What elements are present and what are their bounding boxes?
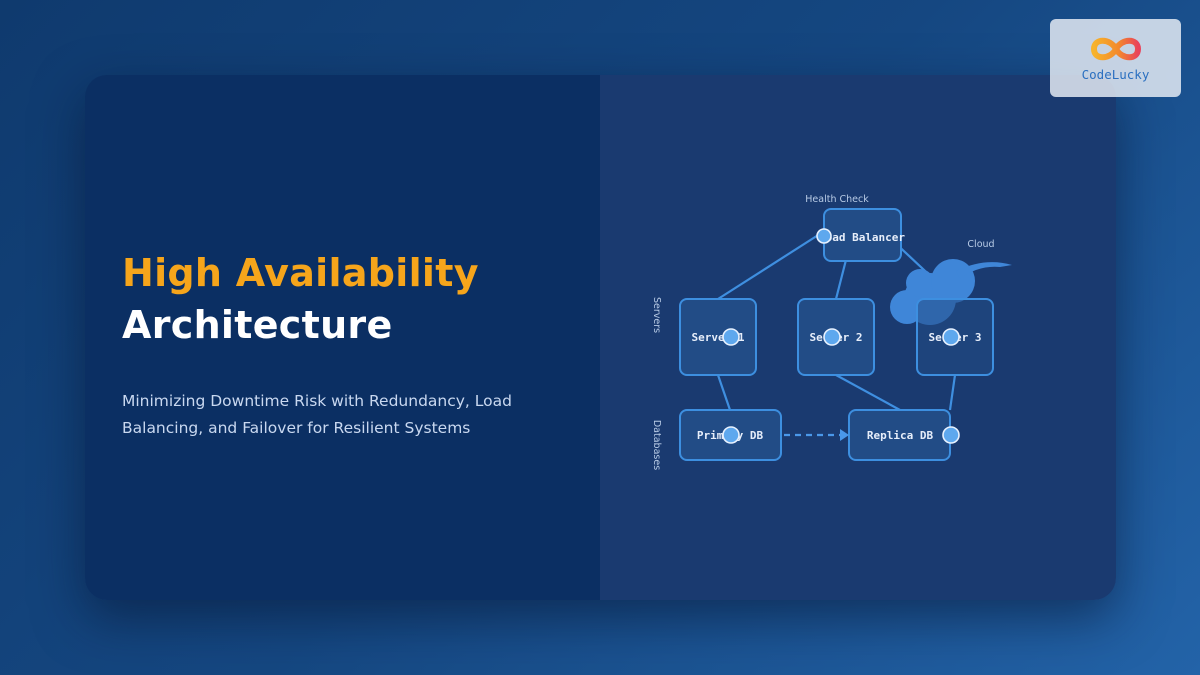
arrow-head-icon <box>840 429 849 441</box>
infinity-icon <box>1090 37 1141 61</box>
link-server2-replicadb <box>835 374 901 411</box>
status-dot-replicadb <box>942 426 960 444</box>
cloud-label: Cloud <box>967 239 994 250</box>
status-dot-lb <box>816 228 832 244</box>
diagram-panel: Load Balancer Server 1 Server 2 Server 3… <box>600 75 1116 600</box>
link-server3-replicadb <box>948 374 957 411</box>
logo-text: CodeLucky <box>1081 67 1150 82</box>
status-dot-primarydb <box>722 426 740 444</box>
replica-db-label: Replica DB <box>867 429 934 442</box>
server-1-node <box>679 298 757 376</box>
text-panel: High Availability Architecture Minimizin… <box>85 75 600 600</box>
codelucky-logo: CodeLucky <box>1050 19 1181 97</box>
status-dot-server1 <box>722 328 740 346</box>
status-dot-server2 <box>823 328 841 346</box>
databases-label: Databases <box>651 420 662 470</box>
status-dot-server3 <box>942 328 960 346</box>
health-check-label: Health Check <box>805 194 869 205</box>
title-main: Architecture <box>122 303 393 347</box>
subtitle: Minimizing Downtime Risk with Redundancy… <box>122 392 512 437</box>
hero-card: High Availability Architecture Minimizin… <box>85 75 1116 600</box>
link-server1-primarydb <box>716 374 732 411</box>
load-balancer-label: Load Balancer <box>819 231 905 244</box>
servers-label: Servers <box>651 297 662 333</box>
architecture-diagram: Load Balancer Server 1 Server 2 Server 3… <box>651 194 1012 470</box>
title-highlight: High Availability <box>122 251 479 295</box>
